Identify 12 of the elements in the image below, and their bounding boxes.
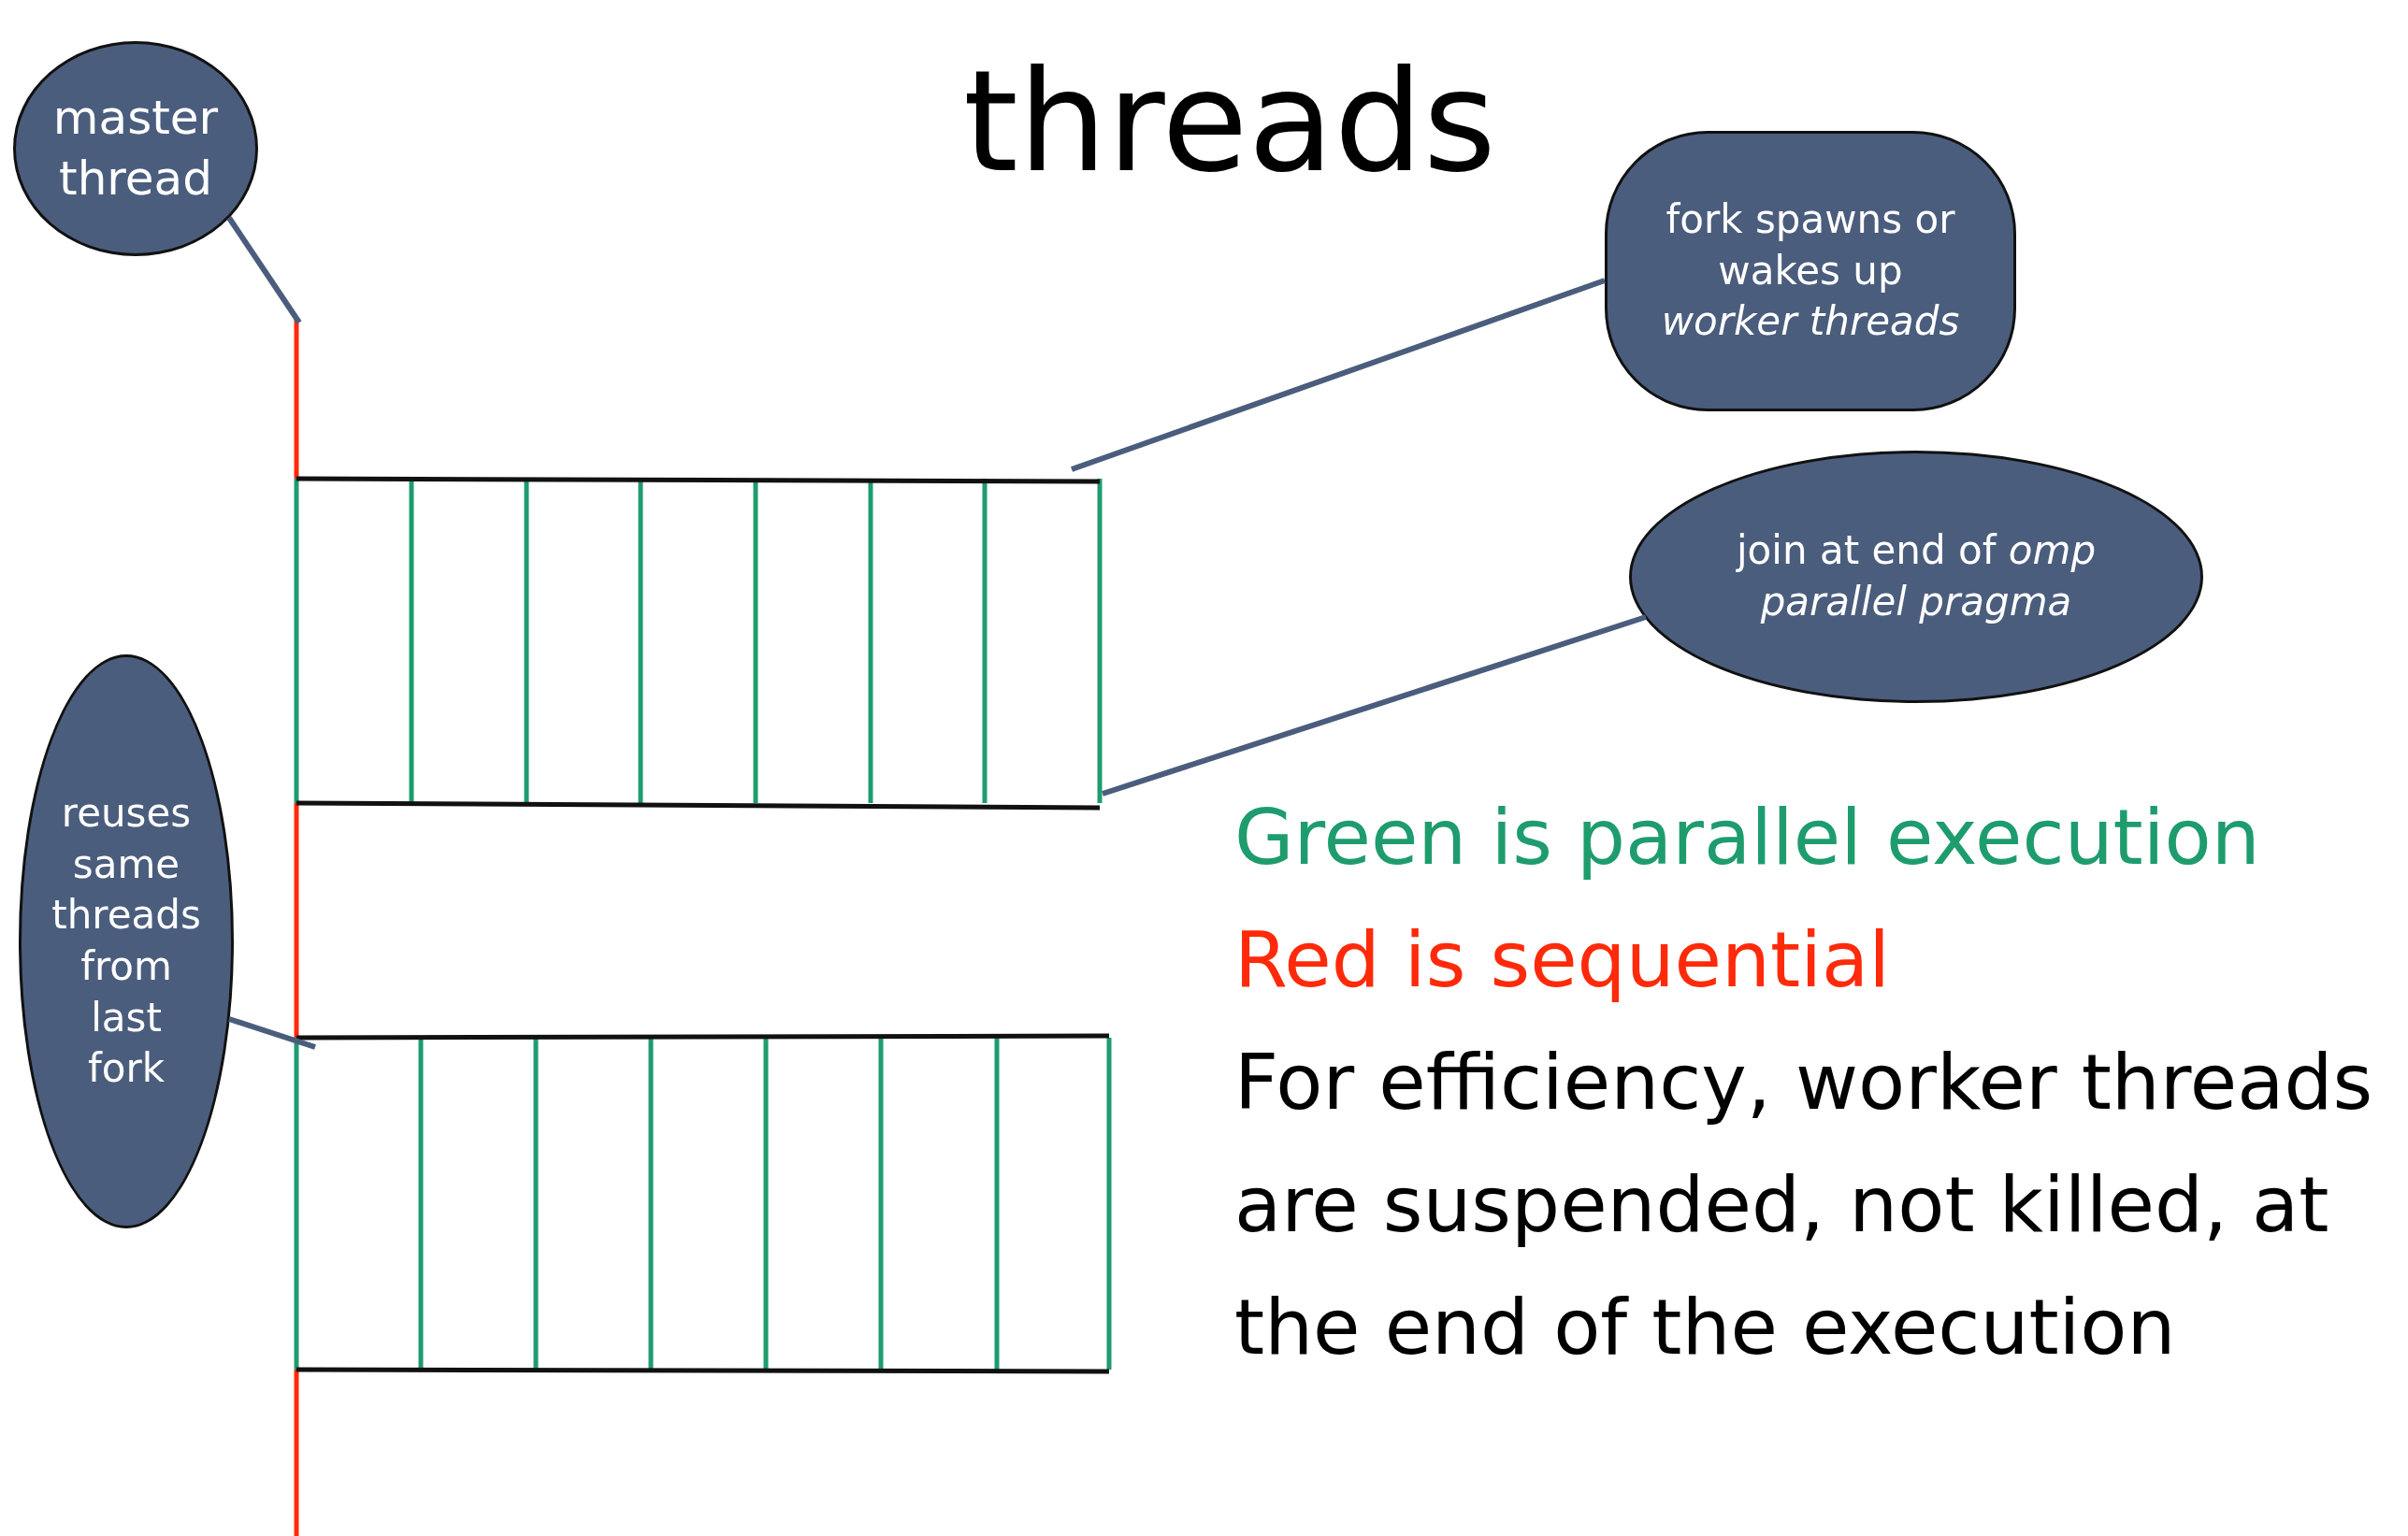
legend-text: Green is parallel execution	[1234, 792, 2260, 883]
leader-line	[228, 1016, 316, 1050]
legend-text: Red is sequential	[1234, 914, 1890, 1006]
callout-text: join at end of omp parallel pragma	[1735, 526, 2098, 626]
leader-line	[226, 216, 302, 324]
callout-text: reuses same threads from last fork	[50, 789, 202, 1094]
callout-text: fork spawns or wakes up worker threads	[1660, 195, 1961, 347]
callout-text: master thread	[51, 90, 220, 208]
note-text: For efficiency, worker threads are suspended, not killed, at the end of the execution	[1234, 1037, 2374, 1373]
slide-title: threads	[963, 39, 1496, 205]
leader-line	[1071, 278, 1606, 472]
leader-line	[1102, 614, 1647, 797]
